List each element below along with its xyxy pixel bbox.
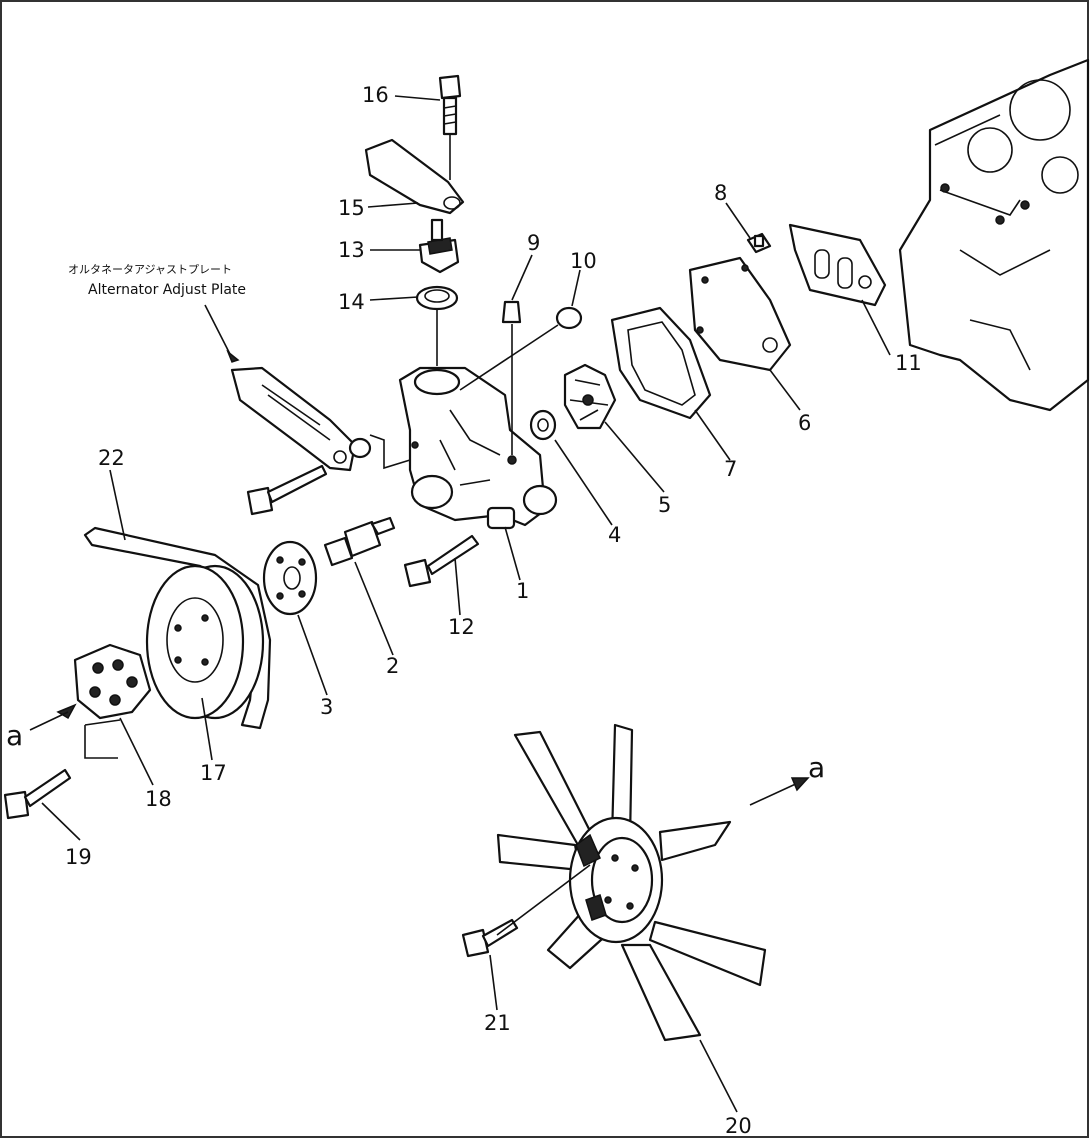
bolt-8 bbox=[746, 232, 772, 254]
label-16: 16 bbox=[362, 83, 389, 107]
label-3: 3 bbox=[320, 695, 333, 719]
label-8: 8 bbox=[714, 181, 727, 205]
label-6: 6 bbox=[798, 411, 811, 435]
bolt-16 bbox=[438, 74, 462, 136]
label-12: 12 bbox=[448, 615, 475, 639]
adjust-bolt bbox=[246, 464, 328, 516]
view-arrow-left-shaft bbox=[29, 711, 69, 731]
alternator-adjust-plate bbox=[230, 366, 372, 472]
label-4: 4 bbox=[608, 523, 621, 547]
thermostat-13 bbox=[418, 218, 460, 274]
label-14: 14 bbox=[338, 290, 365, 314]
label-10: 10 bbox=[570, 249, 597, 273]
label-13: 13 bbox=[338, 238, 365, 262]
label-20: 20 bbox=[725, 1114, 752, 1138]
fan-20 bbox=[496, 723, 767, 1042]
label-19: 19 bbox=[65, 845, 92, 869]
pulley-17 bbox=[145, 564, 265, 720]
seal-4 bbox=[529, 409, 557, 441]
callout-en: Alternator Adjust Plate bbox=[88, 282, 246, 298]
callout-jp: オルタネータアジャストプレート bbox=[68, 263, 232, 276]
label-7: 7 bbox=[724, 457, 737, 481]
gasket-7 bbox=[610, 306, 712, 420]
view-arrow-right-head bbox=[790, 777, 810, 792]
label-22: 22 bbox=[98, 446, 125, 470]
shaft-2 bbox=[323, 516, 396, 567]
label-15: 15 bbox=[338, 196, 365, 220]
bolt-12 bbox=[403, 534, 480, 588]
label-21: 21 bbox=[484, 1011, 511, 1035]
view-label-left: a bbox=[6, 719, 23, 752]
callout-arrow-head bbox=[226, 349, 240, 363]
label-1: 1 bbox=[516, 579, 529, 603]
view-arrow-right-shaft bbox=[749, 781, 801, 806]
impeller-5 bbox=[563, 363, 617, 430]
label-17: 17 bbox=[200, 761, 227, 785]
label-11: 11 bbox=[895, 351, 922, 375]
pump-housing-1 bbox=[398, 366, 558, 530]
plug-9 bbox=[501, 300, 522, 324]
view-label-right: a bbox=[808, 751, 825, 784]
label-18: 18 bbox=[145, 787, 172, 811]
cover-plate-6 bbox=[688, 256, 792, 372]
oring-10 bbox=[555, 306, 583, 330]
label-9: 9 bbox=[527, 231, 540, 255]
label-5: 5 bbox=[658, 493, 671, 517]
seal-ring-14 bbox=[415, 285, 459, 311]
leader-lines bbox=[41, 95, 891, 1113]
spacer-18 bbox=[73, 643, 152, 720]
elbow-15 bbox=[364, 138, 465, 215]
engine-block bbox=[898, 58, 1090, 412]
gasket-11 bbox=[788, 223, 887, 307]
hub-flange-3 bbox=[262, 540, 318, 616]
bolt-19 bbox=[3, 768, 72, 820]
label-2: 2 bbox=[386, 654, 399, 678]
